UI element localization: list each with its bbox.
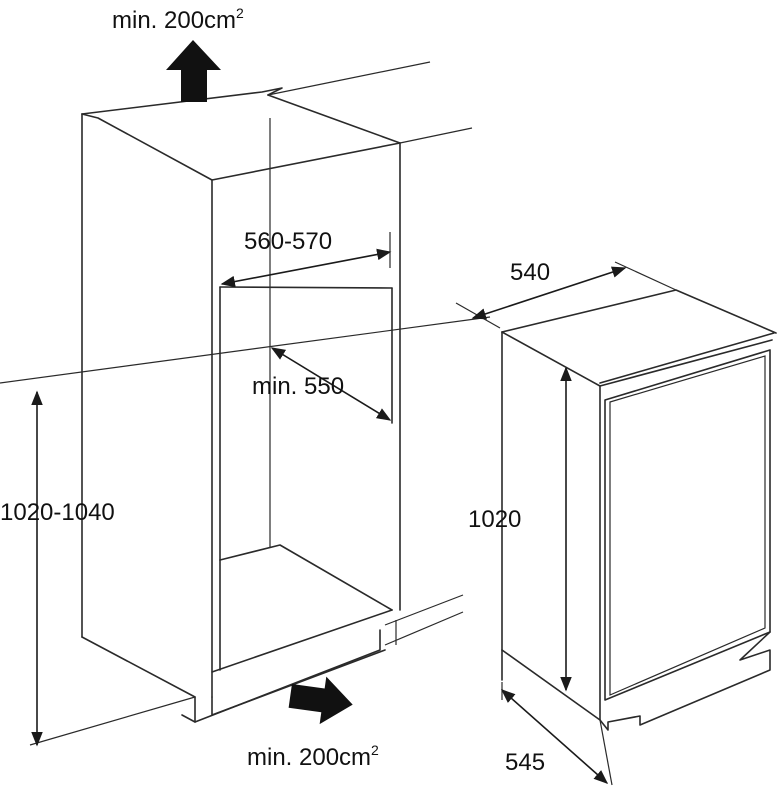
niche-depth-dimension (270, 347, 392, 421)
appliance-depth-label: 545 (505, 749, 545, 776)
vent-top-label: min. 200cm2 (112, 5, 244, 34)
appliance-depth-dimension (500, 689, 609, 784)
vent-bottom-arrow-icon (288, 676, 353, 725)
niche-width-dimension (220, 232, 392, 288)
vent-bottom-label: min. 200cm2 (247, 742, 379, 771)
appliance-height-label: 1020 (468, 506, 521, 533)
niche-width-label: 560-570 (244, 228, 332, 255)
cabinet-niche (0, 61, 491, 746)
appliance-width-dimension (471, 266, 627, 320)
niche-depth-label: min. 550 (252, 373, 344, 400)
appliance-width-label: 540 (510, 259, 550, 286)
niche-height-label: 1020-1040 (0, 499, 115, 526)
vent-top-arrow-icon (166, 40, 221, 102)
